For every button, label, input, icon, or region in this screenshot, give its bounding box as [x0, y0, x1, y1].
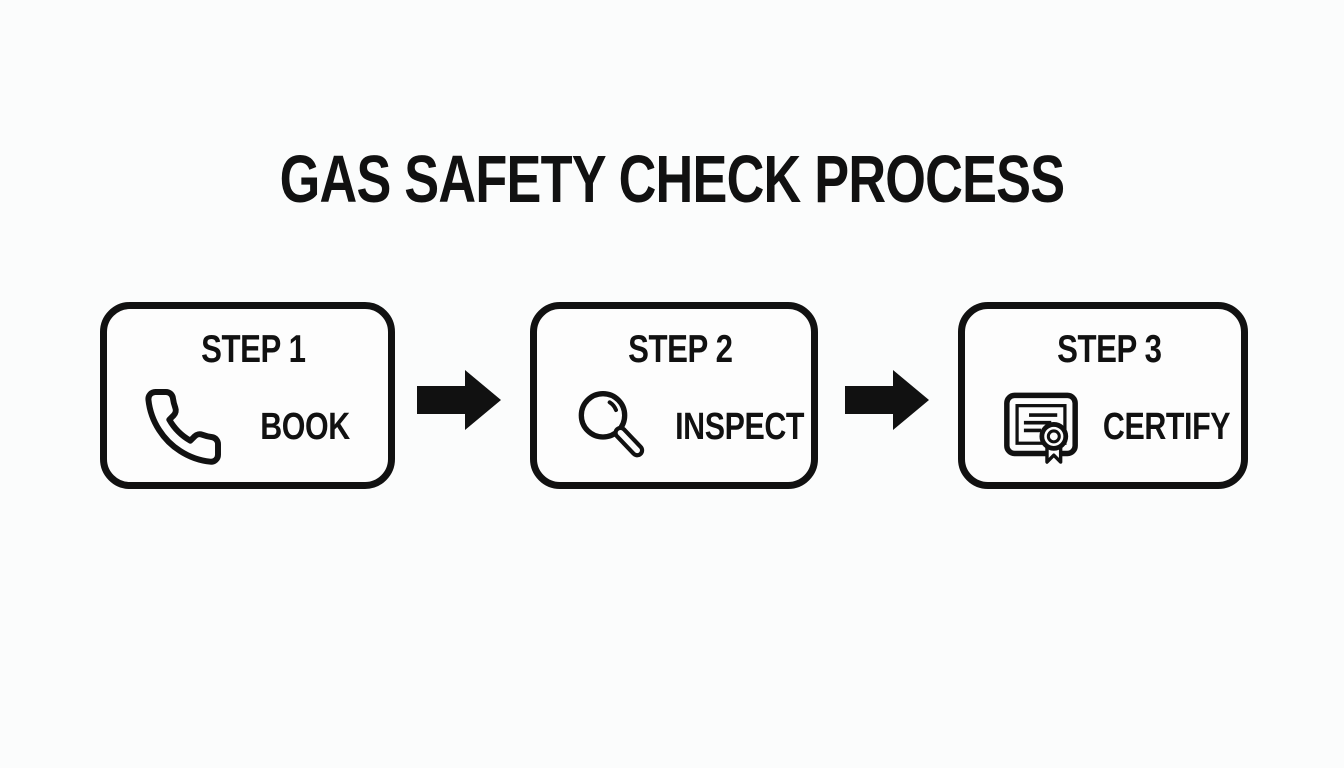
- action-label: INSPECT: [675, 406, 805, 448]
- action-label: BOOK: [259, 406, 350, 448]
- certificate-icon: [995, 381, 1087, 473]
- step-card-inspect: STEP 2 INSPECT: [530, 302, 818, 489]
- action-label: CERTIFY: [1102, 406, 1231, 448]
- step-number-label: STEP 2: [627, 328, 733, 371]
- step-card-book: STEP 1 BOOK: [100, 302, 395, 489]
- step-body: CERTIFY: [965, 377, 1241, 477]
- arrow-right-icon: [845, 369, 930, 431]
- page-title: GAS SAFETY CHECK PROCESS: [279, 142, 1065, 217]
- step-card-certify: STEP 3 CERTIFY: [958, 302, 1248, 489]
- step-number-heading: STEP 3: [965, 328, 1241, 372]
- step-body: BOOK: [107, 377, 388, 477]
- step-number-label: STEP 3: [1056, 328, 1162, 371]
- title-container: GAS SAFETY CHECK PROCESS: [0, 146, 1344, 213]
- action-label-container: CERTIFY: [1087, 408, 1254, 446]
- step-number-heading: STEP 1: [107, 328, 388, 372]
- step-body: INSPECT: [537, 377, 811, 477]
- magnifier-icon: [567, 381, 659, 473]
- action-label-container: INSPECT: [659, 408, 828, 446]
- step-number-label: STEP 1: [201, 328, 306, 371]
- arrow-right-icon: [417, 369, 502, 431]
- phone-icon: [137, 381, 229, 473]
- action-label-container: BOOK: [229, 408, 388, 446]
- step-number-heading: STEP 2: [537, 328, 811, 372]
